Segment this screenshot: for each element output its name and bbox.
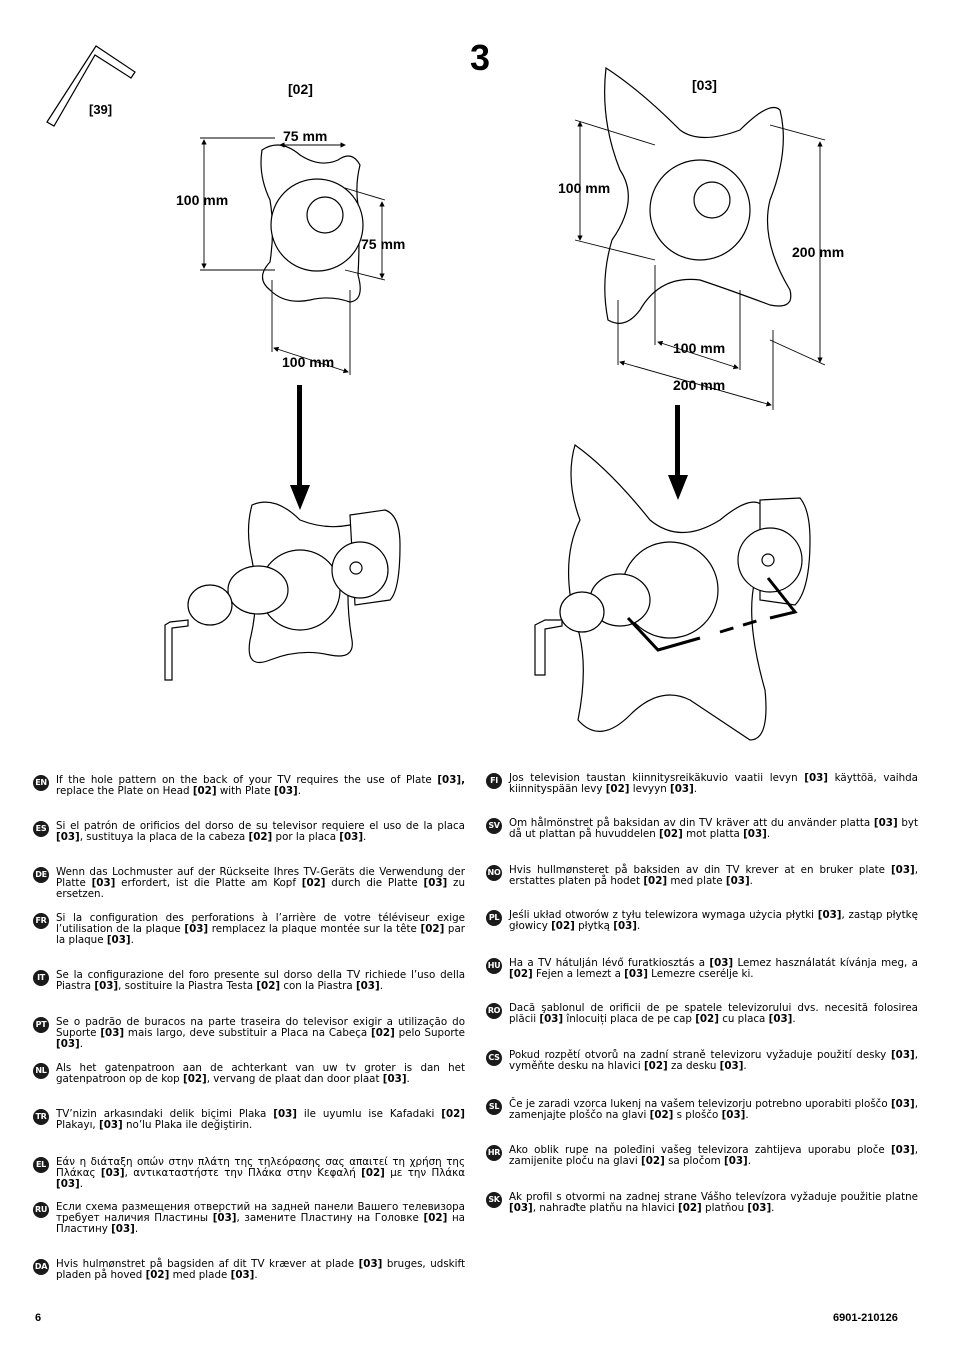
instruction-text: Se o padrão de buracos na parte traseira…: [56, 1016, 465, 1050]
language-badge-pt: PT: [33, 1017, 49, 1033]
document-code: 6901-210126: [833, 1312, 898, 1324]
plate-02: [260, 144, 364, 303]
instruction-de: DE Wenn das Lochmuster auf der Rückseite …: [33, 867, 465, 900]
instruction-nl: NL Als het gatenpatroon aan de achterkant…: [33, 1063, 465, 1085]
instruction-it: IT Se la configurazione del foro presente…: [33, 970, 465, 992]
language-badge-pl: PL: [486, 910, 502, 926]
plate-03: [604, 66, 792, 324]
instruction-cs: CS Pokud rozpětí otvorů na zadní straně t…: [486, 1050, 918, 1072]
language-badge-sl: SL: [486, 1099, 502, 1115]
instruction-es: ES Si el patrón de orificios del dorso de…: [33, 821, 465, 843]
plate-02-dimension-lines: [200, 137, 386, 375]
language-badge-sv: SV: [486, 818, 502, 834]
page-number: 6: [35, 1312, 42, 1324]
language-badge-hr: HR: [486, 1145, 502, 1161]
assembly-diagram: 3 [39] [02] 75 mm 100 mm 75 mm 100 mm: [46, 37, 844, 741]
instruction-text: Ako oblik rupe na poleđini vašeg televiz…: [509, 1144, 918, 1167]
instruction-text: Ha a TV hátulján lévő furatkiosztás a [0…: [509, 957, 918, 980]
language-badge-ro: RO: [486, 1003, 502, 1019]
dim-75-top: 75 mm: [283, 128, 327, 144]
instruction-hu: HU Ha a TV hátulján lévő furatkiosztás a …: [486, 958, 918, 980]
language-badge-tr: TR: [33, 1109, 49, 1125]
instruction-pt: PT Se o padrão de buracos na parte trasei…: [33, 1017, 465, 1050]
instruction-pl: PL Jeśli układ otworów z tyłu telewizora …: [486, 910, 918, 932]
rotation-path: [626, 577, 798, 652]
plate-03-dimension-lines: [574, 119, 826, 410]
instruction-text: Wenn das Lochmuster auf der Rückseite Ih…: [56, 866, 465, 900]
language-badge-el: EL: [33, 1157, 49, 1173]
instruction-text: Jeśli układ otworów z tyłu telewizora wy…: [509, 909, 918, 932]
dim-100-03-left: 100 mm: [558, 180, 610, 196]
instruction-tr: TR TV’nizin arkasındaki delik biçimi Plak…: [33, 1109, 465, 1131]
instruction-text: Pokud rozpětí otvorů na zadní straně tel…: [509, 1049, 918, 1072]
language-badge-fr: FR: [33, 913, 49, 929]
dim-200-03-bottom: 200 mm: [673, 377, 725, 393]
instruction-el: EL Εάν η διάταξη οπών στην πλάτη της τηλε…: [33, 1157, 465, 1190]
instruction-text: Se la configurazione del foro presente s…: [56, 969, 465, 992]
mount-assembly-left: [164, 501, 401, 681]
instruction-text: Ak profil s otvormi na zadnej strane Váš…: [509, 1191, 918, 1214]
allen-wrench-icon: [46, 45, 136, 127]
down-arrow-right: [668, 405, 688, 500]
language-badge-hu: HU: [486, 958, 502, 974]
instruction-text: Si el patrón de orificios del dorso de s…: [56, 820, 465, 843]
instruction-text: Jos television taustan kiinnitysreikäkuv…: [509, 772, 918, 795]
instruction-fr: FR Si la configuration des perforations à…: [33, 913, 465, 946]
instruction-text: Si la configuration des perforations à l…: [56, 912, 465, 946]
instruction-text: Om hålmönstret på baksidan av din TV krä…: [509, 817, 918, 840]
instruction-text: Dacă şablonul de orificii de pe spatele …: [509, 1002, 918, 1025]
language-badge-es: ES: [33, 821, 49, 837]
language-badge-fi: FI: [486, 773, 502, 789]
instruction-da: DA Hvis hulmønstret på bagsiden af dit TV…: [33, 1259, 465, 1281]
language-badge-en: EN: [33, 775, 49, 791]
wrench-label: [39]: [89, 102, 112, 117]
down-arrow-left: [290, 385, 310, 510]
instruction-ro: RO Dacă şablonul de orificii de pe spatel…: [486, 1003, 918, 1025]
instruction-text: Če je zaradi vzorca lukenj na vašem tele…: [509, 1098, 918, 1121]
language-badge-it: IT: [33, 970, 49, 986]
instruction-text: If the hole pattern on the back of your …: [56, 774, 465, 797]
instruction-text: Hvis hulmønstret på bagsiden af dit TV k…: [56, 1258, 465, 1281]
plate-02-label: [02]: [288, 81, 313, 97]
instruction-fi: FI Jos television taustan kiinnitysreikäk…: [486, 773, 918, 795]
language-badge-cs: CS: [486, 1050, 502, 1066]
instruction-no: NO Hvis hullmønsteret på baksiden av din …: [486, 865, 918, 887]
dim-200-03-right: 200 mm: [792, 244, 844, 260]
instruction-sk: SK Ak profil s otvormi na zadnej strane V…: [486, 1192, 918, 1214]
instruction-en: EN If the hole pattern on the back of you…: [33, 775, 465, 797]
instruction-ru: RU Если схема размещения отверстий на зад…: [33, 1202, 465, 1235]
instruction-hr: HR Ako oblik rupe na poleđini vašeg telev…: [486, 1145, 918, 1167]
language-badge-nl: NL: [33, 1063, 49, 1079]
language-badge-ru: RU: [33, 1202, 49, 1218]
dim-100-left: 100 mm: [176, 192, 228, 208]
language-badge-no: NO: [486, 865, 502, 881]
instruction-text: Hvis hullmønsteret på baksiden av din TV…: [509, 864, 918, 887]
plate-03-label: [03]: [692, 77, 717, 93]
dim-100-03-bottom: 100 mm: [673, 340, 725, 356]
instruction-text: Если схема размещения отверстий на задне…: [56, 1201, 465, 1235]
instruction-sl: SL Če je zaradi vzorca lukenj na vašem te…: [486, 1099, 918, 1121]
mount-assembly-right: [534, 444, 811, 741]
language-badge-da: DA: [33, 1259, 49, 1275]
instruction-text: TV’nizin arkasındaki delik biçimi Plaka …: [56, 1108, 466, 1131]
instruction-sv: SV Om hålmönstret på baksidan av din TV k…: [486, 818, 918, 840]
language-badge-sk: SK: [486, 1192, 502, 1208]
dim-100-bottom: 100 mm: [282, 354, 334, 370]
language-badge-de: DE: [33, 867, 49, 883]
dim-75-side: 75 mm: [361, 236, 405, 252]
step-number: 3: [470, 37, 490, 78]
instruction-text: Als het gatenpatroon aan de achterkant v…: [56, 1062, 465, 1085]
instruction-text: Εάν η διάταξη οπών στην πλάτη της τηλεόρ…: [56, 1156, 466, 1190]
